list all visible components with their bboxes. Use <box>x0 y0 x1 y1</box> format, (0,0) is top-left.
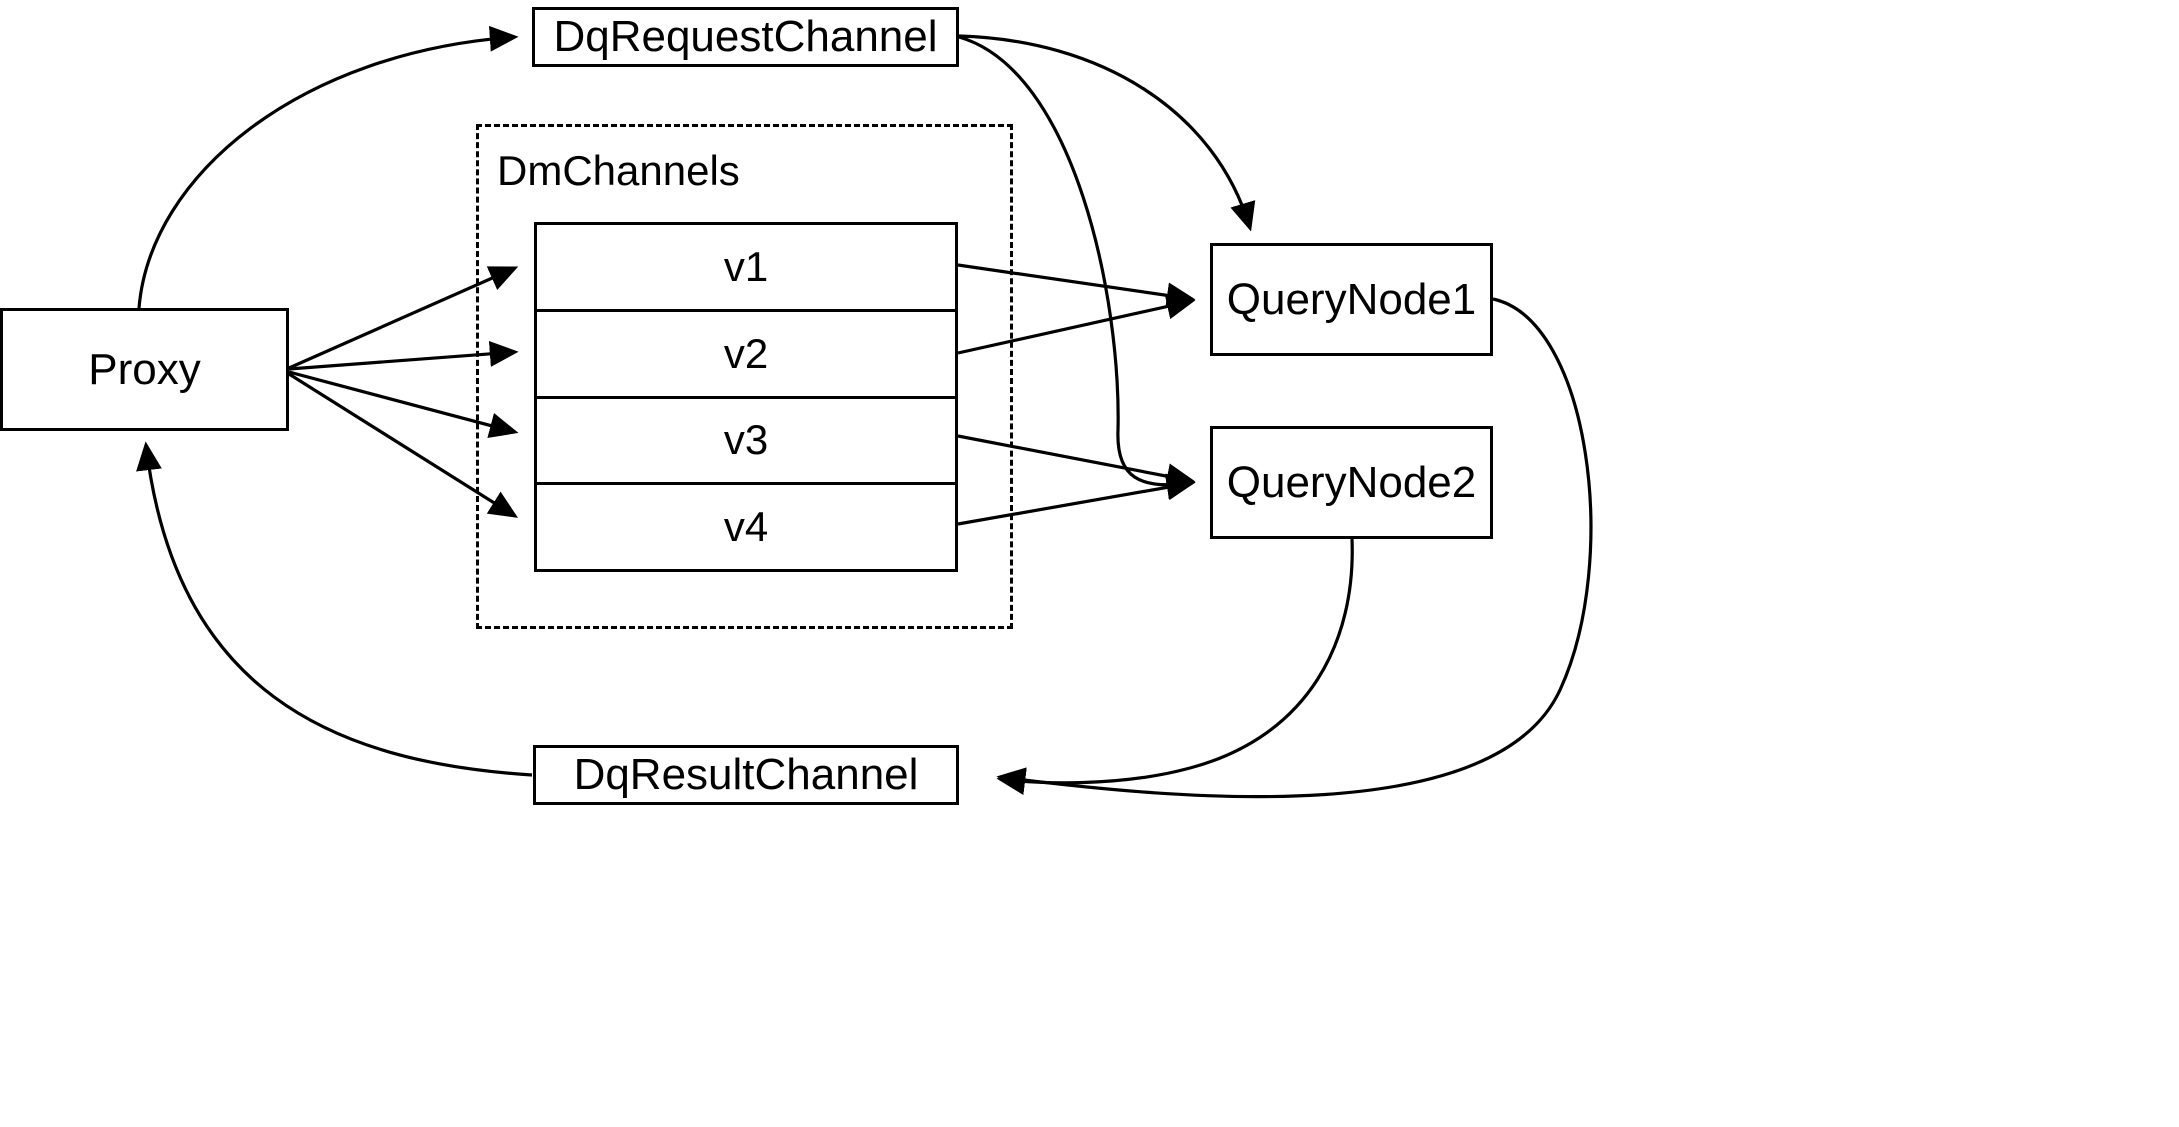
node-dq-result-channel[interactable]: DqResultChannel <box>533 745 959 805</box>
node-proxy-label: Proxy <box>88 344 201 394</box>
edge-proxy-to-dqrequestchannel <box>137 25 519 309</box>
edge-dqrequestchannel-to-querynode1 <box>958 34 1256 232</box>
node-query-node-2[interactable]: QueryNode2 <box>1210 426 1493 539</box>
edge-dqresultchannel-to-proxy <box>136 441 533 777</box>
dm-channel-v2[interactable]: v2 <box>537 311 955 399</box>
edge-v3-to-querynode2 <box>957 434 1196 489</box>
dm-channel-v2-label: v2 <box>723 329 769 377</box>
node-dq-request-channel[interactable]: DqRequestChannel <box>532 7 959 67</box>
edge-v1-to-querynode1 <box>957 263 1196 309</box>
edge-querynode2-to-dqresultchannel <box>996 538 1354 795</box>
node-query-node-2-label: QueryNode2 <box>1226 457 1477 507</box>
dm-channel-v1[interactable]: v1 <box>537 225 955 312</box>
group-dm-channels-label: DmChannels <box>497 147 740 194</box>
edge-v2-to-querynode1 <box>957 293 1196 355</box>
dm-channel-v4[interactable]: v4 <box>537 485 955 569</box>
dm-channel-v3[interactable]: v3 <box>537 398 955 486</box>
dm-channel-v3-label: v3 <box>723 416 769 464</box>
group-dm-channels <box>476 124 1013 629</box>
edge-dqrequestchannel-to-querynode2 <box>958 35 1196 500</box>
dm-channel-v1-label: v1 <box>723 242 769 290</box>
node-proxy[interactable]: Proxy <box>0 308 289 431</box>
edge-v4-to-querynode2 <box>957 474 1196 526</box>
edge-querynode1-to-dqresultchannel <box>996 297 1593 799</box>
dm-channel-stack: v1 v2 v3 v4 <box>534 222 958 572</box>
node-dq-result-channel-label: DqResultChannel <box>573 750 919 799</box>
node-query-node-1[interactable]: QueryNode1 <box>1210 243 1493 356</box>
node-dq-request-channel-label: DqRequestChannel <box>553 12 938 61</box>
dm-channel-v4-label: v4 <box>723 503 769 551</box>
node-query-node-1-label: QueryNode1 <box>1226 274 1477 324</box>
